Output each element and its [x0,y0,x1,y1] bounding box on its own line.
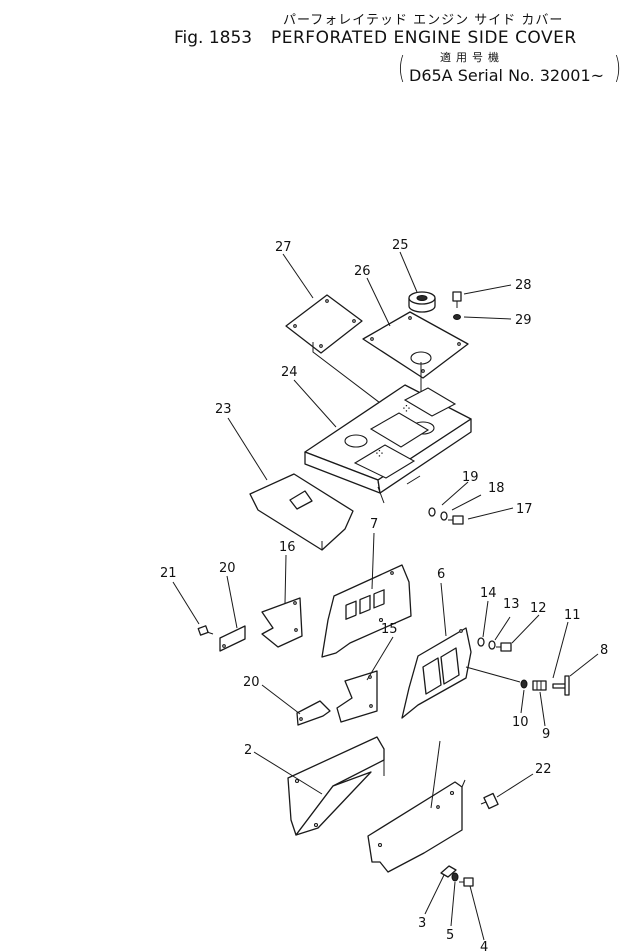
callout-6: 6 [437,567,445,582]
callout-14: 14 [480,586,497,601]
part-10-nut [520,679,528,689]
part-7-side-panel [321,564,412,658]
part-23-front-cover [249,473,354,551]
part-29-washer [453,314,461,320]
callout-26: 26 [354,264,371,279]
callout-8: 8 [600,643,608,658]
part-20-bracket-lower [296,700,331,726]
callout-12: 12 [530,601,547,616]
leader-lines [172,251,599,941]
part-3-clip [440,865,457,878]
part-8-handle-bolt [552,675,570,696]
part-21-bolt [197,625,214,636]
callout-9: 9 [542,727,550,742]
part-17-bolt [448,515,464,525]
callout-16: 16 [279,540,296,555]
part-27-plate [285,294,363,354]
svg-text:⁘: ⁘ [374,447,385,462]
figure-number: Fig. 1853 [174,28,253,48]
part-9-spring [532,680,547,691]
callout-27: 27 [275,240,292,255]
part-15-panel [336,670,378,723]
part-28-bolt [452,291,462,308]
open-parenthesis: ( [398,51,406,86]
part-14-washer [477,637,485,647]
part-20-bracket-upper [219,625,246,652]
part-26-plate [362,311,469,379]
callout-17: 17 [516,502,533,517]
part-18-washer [440,511,448,521]
callout-20-upper: 20 [219,561,236,576]
part-5-washer [451,872,459,882]
callout-7: 7 [370,517,378,532]
part-6-side-panel [401,627,472,719]
callout-11: 11 [564,608,581,623]
callout-22: 22 [535,762,552,777]
serial-applicability: D65A Serial No. 32001~ [409,66,605,85]
callout-29: 29 [515,313,532,328]
lower-right-panel [367,779,466,873]
callout-28: 28 [515,278,532,293]
figure-title: PERFORATED ENGINE SIDE COVER [271,28,577,48]
part-4-bolt [459,877,474,887]
callout-20-lower: 20 [243,675,260,690]
callout-19: 19 [462,470,479,485]
axis-line-10 [465,666,521,683]
svg-text:⁘: ⁘ [401,402,412,417]
part-13-washer [488,640,496,650]
callout-3: 3 [418,916,426,931]
part-2-lower-panel [287,736,385,836]
callout-15: 15 [381,622,398,637]
close-parenthesis: ) [614,51,622,86]
callout-10: 10 [512,715,529,730]
part-19-washer [428,507,436,517]
applicability-label-jp: 適用号機 [440,51,504,64]
callout-13: 13 [503,597,520,612]
callout-25: 25 [392,238,409,253]
part-25-collar [408,291,436,313]
callout-21: 21 [160,566,177,581]
part-24-top-cover: ⁘ ⁘ [304,384,472,504]
alignment-line-27 [312,342,389,410]
callout-18: 18 [488,481,505,496]
callout-24: 24 [281,365,298,380]
callout-5: 5 [446,928,454,943]
callout-labels: 27 25 26 28 29 24 23 19 18 17 7 16 20 21… [160,238,608,951]
callout-2: 2 [244,743,252,758]
part-22-bolt [480,792,499,810]
japanese-title: パーフォレイテッド エンジン サイド カバー [283,13,564,28]
part-12-bolt [496,642,512,652]
callout-23: 23 [215,402,232,417]
callout-4: 4 [480,940,488,951]
part-16-panel [261,597,303,648]
